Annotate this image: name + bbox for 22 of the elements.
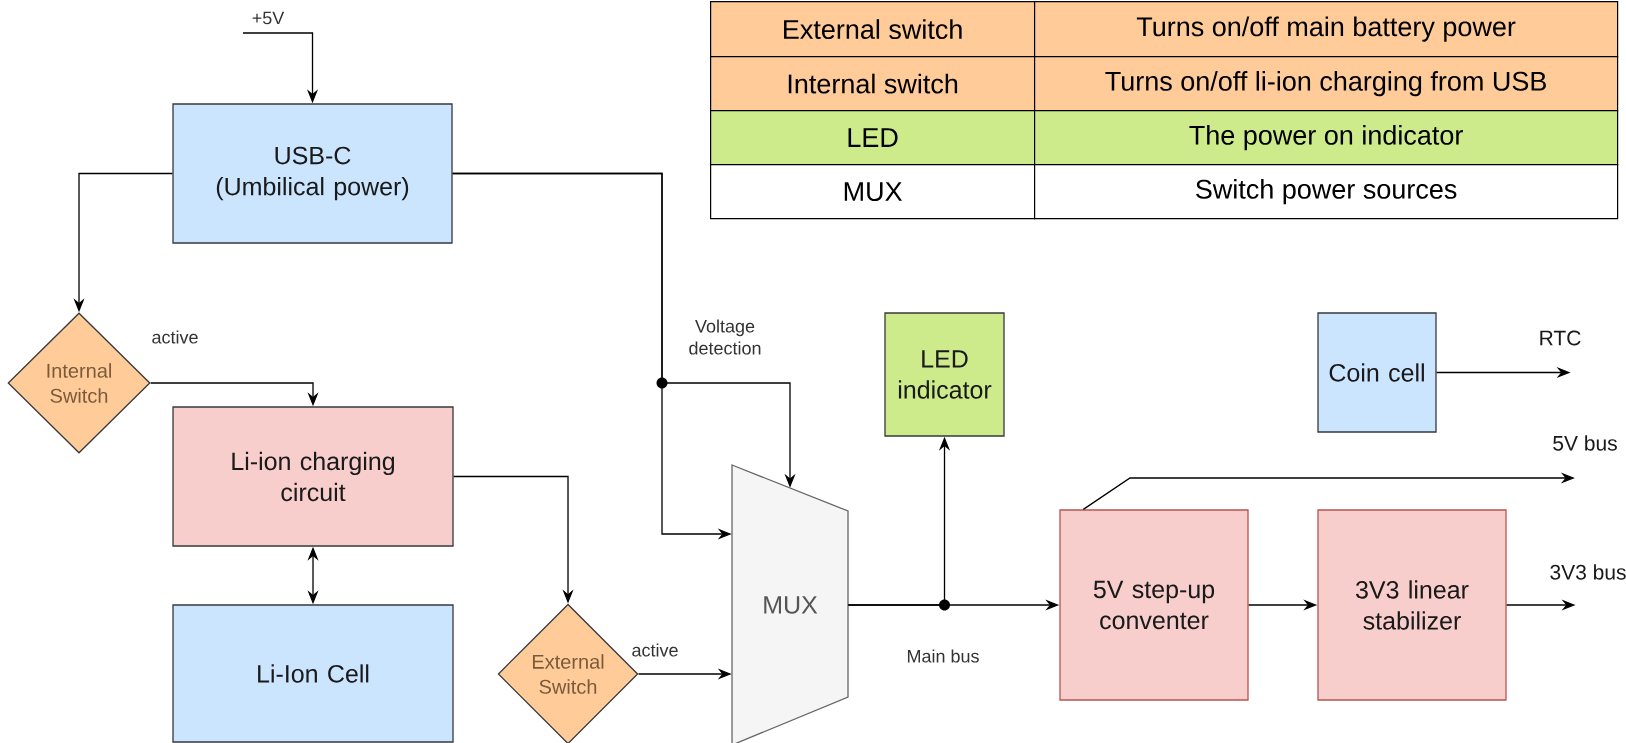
edge-label: +5V <box>250 10 286 26</box>
table-cell: Switch power sources <box>1034 164 1619 220</box>
table-cell: Turns on/off main battery power <box>1034 1 1619 58</box>
edge-label: Main bus <box>905 648 981 664</box>
process-box: 3V3 linear stabilizer <box>1317 509 1507 701</box>
process-box: USB-C (Umbilical power) <box>172 103 453 244</box>
edge-label: RTC <box>1537 329 1583 347</box>
process-box: Li-Ion Cell <box>172 604 454 743</box>
table-cell: The power on indicator <box>1034 110 1619 166</box>
table-cell: LED <box>710 110 1036 166</box>
edge-label: Voltage detection <box>679 318 771 356</box>
table-cell: External switch <box>710 1 1036 58</box>
process-box: Coin cell <box>1317 312 1437 433</box>
edge-label: 5V bus <box>1551 434 1619 452</box>
process-box: Li-ion charging circuit <box>172 406 454 547</box>
table-cell: MUX <box>710 164 1036 220</box>
edge-label: 3V3 bus <box>1548 563 1626 581</box>
process-box: LED indicator <box>884 312 1005 437</box>
table-cell: Turns on/off li-ion charging from USB <box>1034 56 1619 112</box>
process-box: 5V step-up conventer <box>1059 509 1249 701</box>
table-cell: Internal switch <box>710 56 1036 112</box>
edge-label: active <box>150 329 200 345</box>
